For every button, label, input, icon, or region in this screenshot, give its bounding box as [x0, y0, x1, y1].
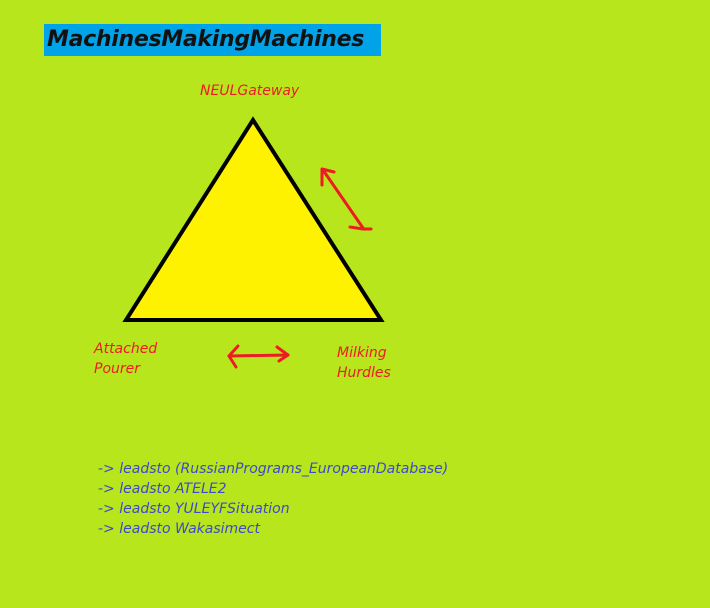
page-title: MachinesMakingMachines — [47, 27, 365, 52]
list-item: -> leadsto ATELE2 — [98, 481, 227, 497]
list-item: -> leadsto (RussianPrograms_EuropeanData… — [98, 461, 449, 477]
leadsto-list: -> leadsto (RussianPrograms_EuropeanData… — [98, 459, 448, 539]
title-banner: MachinesMakingMachines — [44, 24, 381, 56]
node-label-right-line2: Hurdles — [337, 365, 391, 381]
double-arrow-right-side — [320, 167, 373, 231]
list-item: -> leadsto YULEYFSituation — [98, 501, 290, 517]
list-item: -> leadsto Wakasimect — [98, 521, 260, 537]
node-label-left-line2: Pourer — [94, 361, 141, 377]
triangle-shape — [122, 116, 385, 322]
node-label-right: Milking Hurdles — [337, 343, 391, 383]
node-label-right-line1: Milking — [337, 345, 387, 361]
node-label-top: NEULGateway — [200, 83, 300, 99]
node-label-left-line1: Attached — [94, 341, 158, 357]
double-arrow-bottom — [227, 344, 290, 369]
node-label-left: Attached Pourer — [94, 339, 157, 379]
